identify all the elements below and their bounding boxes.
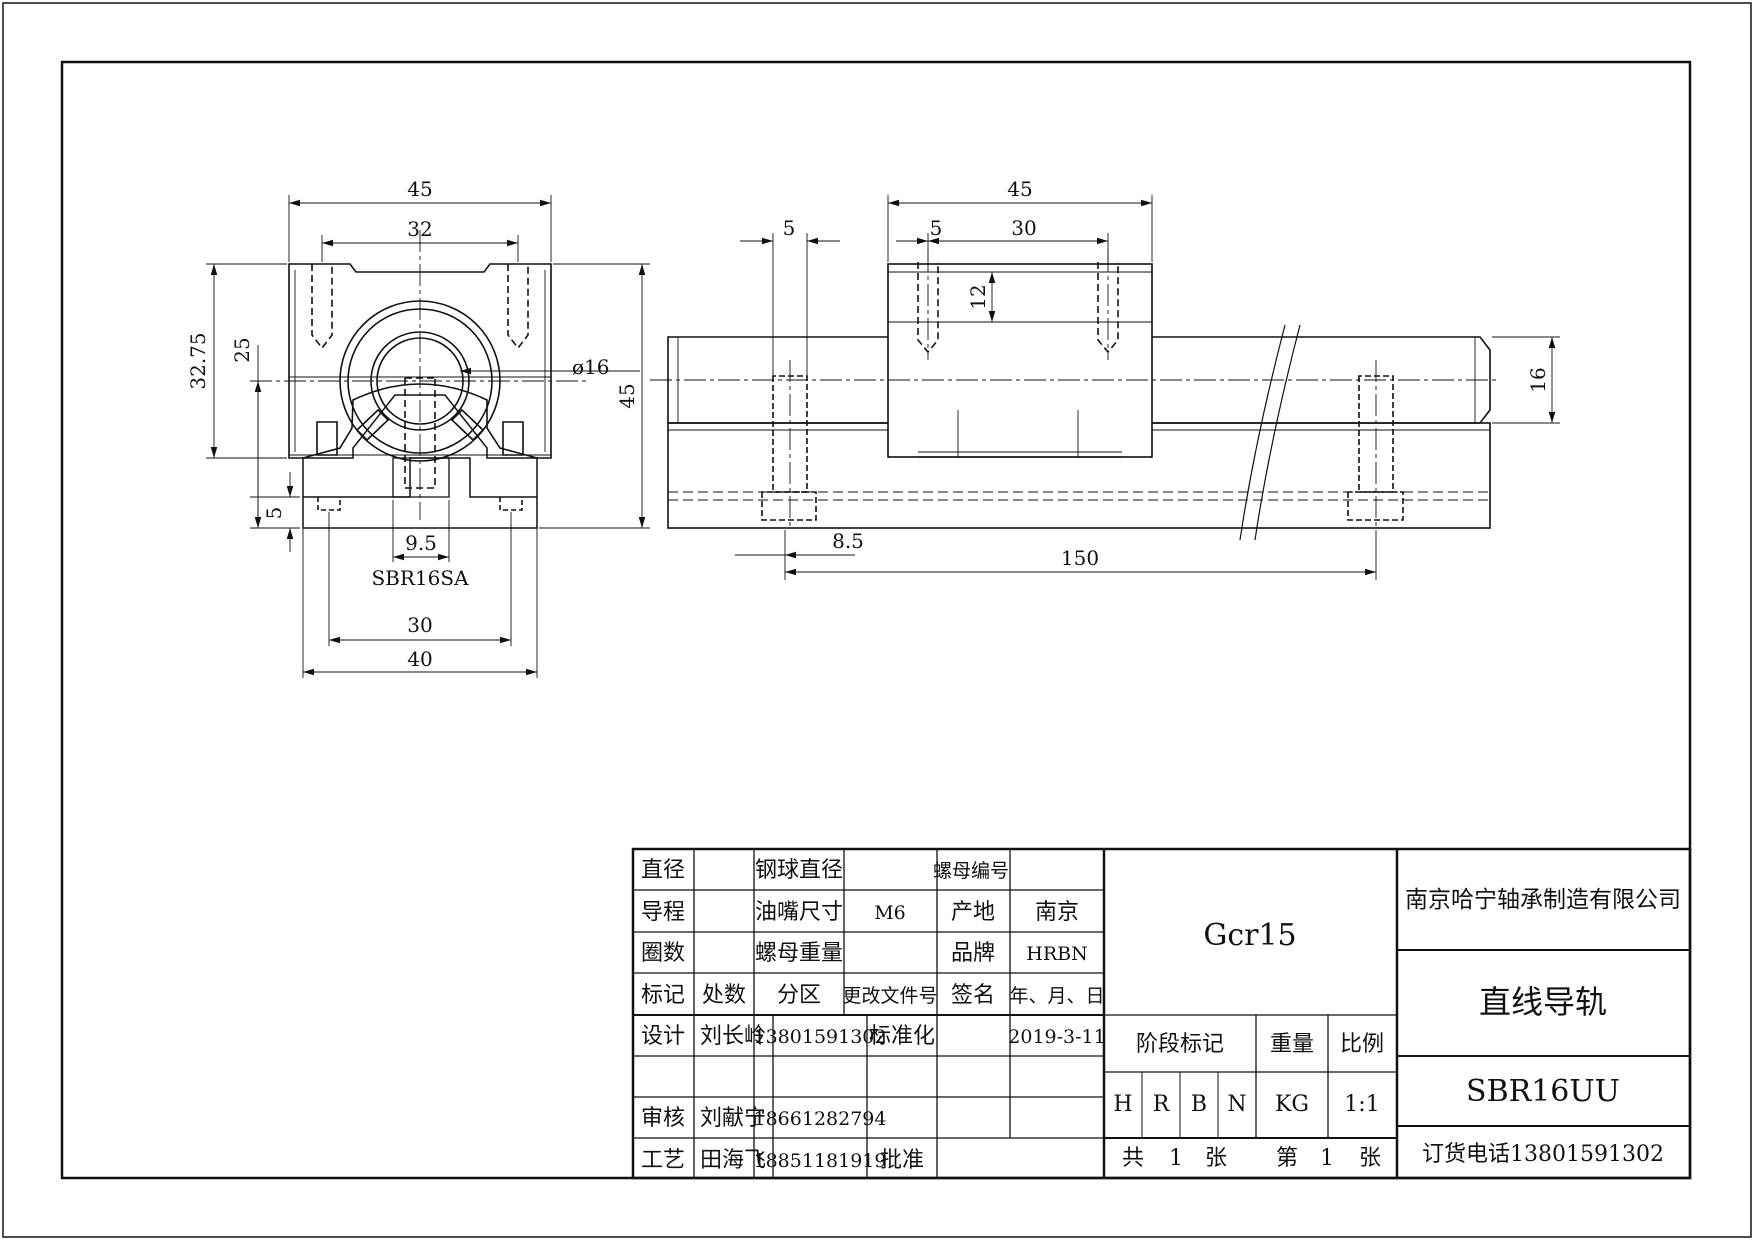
model-label: SBR16SA: [371, 566, 469, 590]
sheet-total-prefix: 共: [1122, 1146, 1144, 1171]
side-view: [650, 195, 1560, 580]
label-review: 审核: [641, 1106, 685, 1131]
weight-unit: KG: [1275, 1092, 1309, 1117]
dim-block-length: 45: [1007, 177, 1032, 201]
label-stage-mark: 阶段标记: [1136, 1032, 1224, 1057]
front-view-dimensions: [210, 199, 646, 676]
label-mark: 标记: [641, 983, 685, 1008]
label-date: 年、月、日: [1009, 985, 1104, 1007]
part-code: SBR16UU: [1466, 1074, 1620, 1109]
stage-letter-n: N: [1227, 1092, 1246, 1117]
dim-base-hole-pitch: 30: [407, 613, 432, 637]
sheet-no: 1: [1320, 1146, 1334, 1171]
label-origin: 产地: [951, 900, 995, 925]
front-view: [206, 195, 650, 678]
label-signature: 签名: [951, 983, 995, 1008]
label-count: 处数: [702, 983, 746, 1008]
sheet-total-suffix: 张: [1205, 1146, 1227, 1171]
dim-block-height: 32.75: [186, 332, 210, 389]
dim-width-top: 45: [407, 177, 432, 201]
dim-base-thickness: 5: [262, 507, 286, 520]
value-reviewer: 刘献宁: [700, 1106, 766, 1131]
label-zone: 分区: [777, 983, 821, 1008]
front-view-labels: 45 32 32.75 25 ø16 45 5 9.5 SBR16SA 30 4…: [186, 177, 639, 671]
dim-tap-depth: 12: [966, 284, 990, 309]
value-process-by: 田海飞: [700, 1148, 766, 1173]
label-process: 工艺: [641, 1148, 685, 1173]
label-weight: 重量: [1270, 1032, 1314, 1057]
value-grease-nipple: M6: [874, 902, 906, 924]
dim-hole-pitch: 32: [407, 217, 432, 241]
label-scale: 比例: [1340, 1032, 1384, 1057]
value-process-phone: 18851181919: [754, 1150, 887, 1172]
dim-rail-diameter: 16: [1526, 367, 1550, 392]
side-view-dimensions: [735, 199, 1556, 576]
sheet-no-prefix: 第: [1276, 1146, 1298, 1171]
value-designer: 刘长岭: [700, 1024, 766, 1049]
dim-rail-hole-pitch: 150: [1061, 546, 1099, 570]
label-grease-nipple: 油嘴尺寸: [755, 900, 843, 925]
dim-total-height: 45: [615, 383, 639, 408]
label-ball-diameter: 钢球直径: [755, 858, 843, 883]
label-design: 设计: [641, 1024, 685, 1049]
sheet-no-suffix: 张: [1359, 1146, 1381, 1171]
company-name: 南京哈宁轴承制造有限公司: [1405, 887, 1681, 913]
label-lead: 导程: [641, 900, 685, 925]
value-designer-phone: 13801591302: [754, 1026, 887, 1048]
title-block-text: 直径 钢球直径 螺母编号 导程 油嘴尺寸 M6 产地 南京 圈数 螺母重量 品牌…: [641, 858, 1681, 1173]
label-brand: 品牌: [951, 941, 995, 966]
dim-block-hole-pitch: 30: [1011, 216, 1036, 240]
dim-rail-left-offset: 5: [783, 216, 796, 240]
sheet-total: 1: [1169, 1146, 1183, 1171]
label-nut-number: 螺母编号: [933, 860, 1009, 882]
dim-rail-hole-offset: 8.5: [832, 529, 864, 553]
value-design-date: 2019-3-11: [1008, 1026, 1105, 1048]
label-diameter: 直径: [641, 858, 685, 883]
scale-value: 1:1: [1344, 1092, 1379, 1117]
part-name: 直线导轨: [1479, 983, 1607, 1021]
stage-letter-b: B: [1191, 1092, 1207, 1117]
value-origin: 南京: [1035, 900, 1079, 925]
value-reviewer-phone: 18661282794: [754, 1108, 887, 1130]
label-turns: 圈数: [641, 941, 685, 966]
dim-bore-diameter: ø16: [572, 355, 610, 379]
dim-base-width: 40: [407, 647, 432, 671]
label-approve: 批准: [880, 1148, 924, 1173]
dim-bolt-offset: 5: [930, 216, 943, 240]
label-change-doc: 更改文件号: [842, 985, 937, 1007]
stage-letter-r: R: [1153, 1092, 1171, 1117]
material: Gcr15: [1203, 918, 1296, 953]
title-block: [631, 847, 1692, 1180]
label-standardization: 标准化: [869, 1024, 935, 1049]
label-nut-weight: 螺母重量: [755, 941, 843, 966]
dim-center-height: 25: [230, 337, 254, 362]
value-brand: HRBN: [1026, 943, 1087, 965]
inner-frame: [60, 60, 1692, 1180]
side-view-labels: 45 5 30 12 5 16 8.5 150: [783, 177, 1550, 570]
order-phone: 订货电话13801591302: [1422, 1142, 1664, 1167]
dim-slot-width: 9.5: [405, 531, 437, 555]
stage-letter-h: H: [1113, 1092, 1132, 1117]
